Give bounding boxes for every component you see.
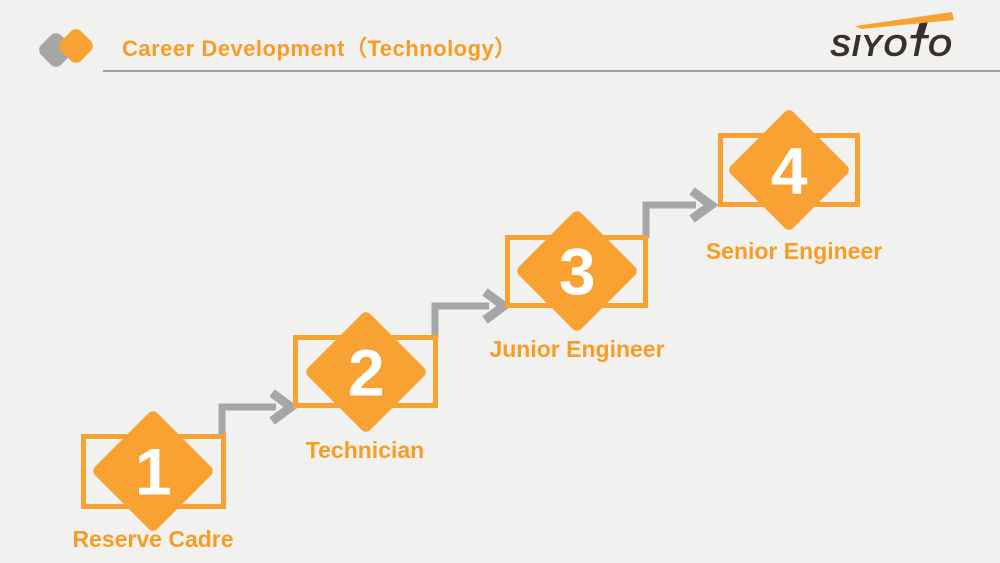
logo-swoosh-icon	[855, 12, 954, 35]
step-4-diamond: 4	[726, 107, 852, 233]
arrow-connector-3	[642, 187, 719, 238]
overlapping-diamonds-icon	[36, 22, 100, 72]
step-4-label: Senior Engineer	[705, 238, 883, 264]
logo-text: SIYOTO	[830, 28, 953, 63]
arrow-connector-2	[431, 288, 512, 338]
header-divider	[103, 70, 1000, 72]
step-1-diamond: 1	[90, 408, 216, 534]
step-3-diamond: 3	[514, 208, 640, 334]
company-logo: SIYOTO	[828, 8, 978, 66]
step-4-number: 4	[770, 133, 808, 207]
step-3-label: Junior Engineer	[489, 336, 665, 362]
step-2-diamond: 2	[303, 309, 429, 435]
step-2-number: 2	[347, 335, 385, 409]
page-title: Career Development（Technology）	[122, 36, 517, 61]
step-3-number: 3	[558, 234, 596, 308]
arrow-connector-1	[218, 389, 299, 438]
step-1-number: 1	[134, 434, 172, 508]
step-1-label: Reserve Cadre	[72, 526, 234, 552]
step-2-label: Technician	[305, 437, 425, 463]
swoosh-icon	[855, 12, 954, 29]
